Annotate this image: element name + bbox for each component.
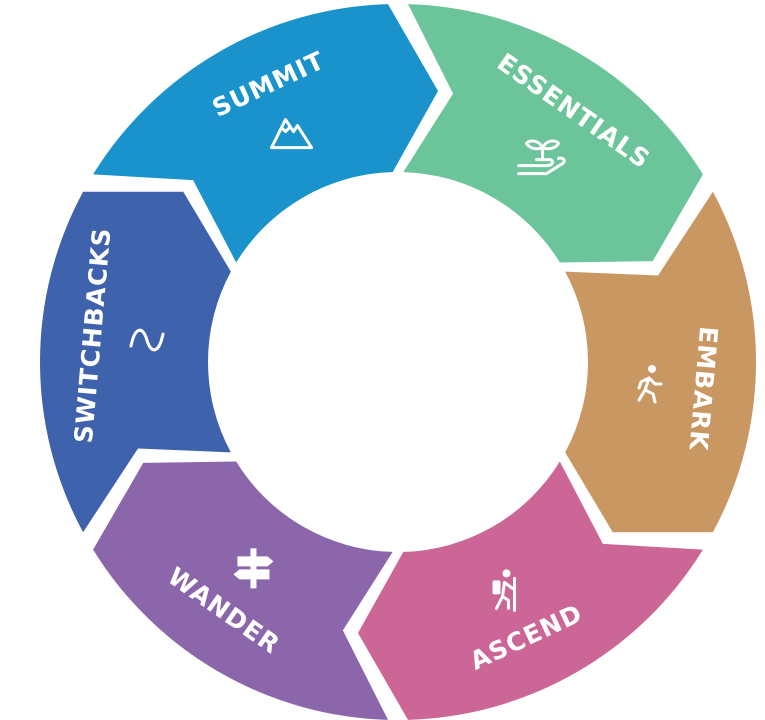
segment-wander: WANDER: [93, 461, 393, 720]
segment-arrow-shape: [403, 4, 703, 263]
segment-arrow-shape: [357, 461, 703, 720]
segment-arrow-shape: [93, 461, 393, 720]
segment-arrow-shape: [565, 191, 756, 533]
signpost-icon: [233, 548, 274, 589]
segment-essentials: ESSENTIALS: [403, 4, 703, 263]
segment-embark: EMBARK: [565, 191, 756, 533]
segment-arrow-shape: [93, 4, 439, 263]
segment-ascend: ASCEND: [357, 461, 703, 720]
segment-summit: SUMMIT: [93, 4, 439, 263]
segment-arrow-shape: [40, 191, 231, 533]
hiker-icon: [492, 569, 516, 612]
walking-person-icon: [637, 364, 663, 404]
mountain-icon: [270, 118, 314, 150]
sprout-in-hand-icon: [517, 139, 566, 176]
segment-switchbacks: SWITCHBACKS: [40, 191, 231, 533]
wave-icon: [129, 328, 165, 352]
